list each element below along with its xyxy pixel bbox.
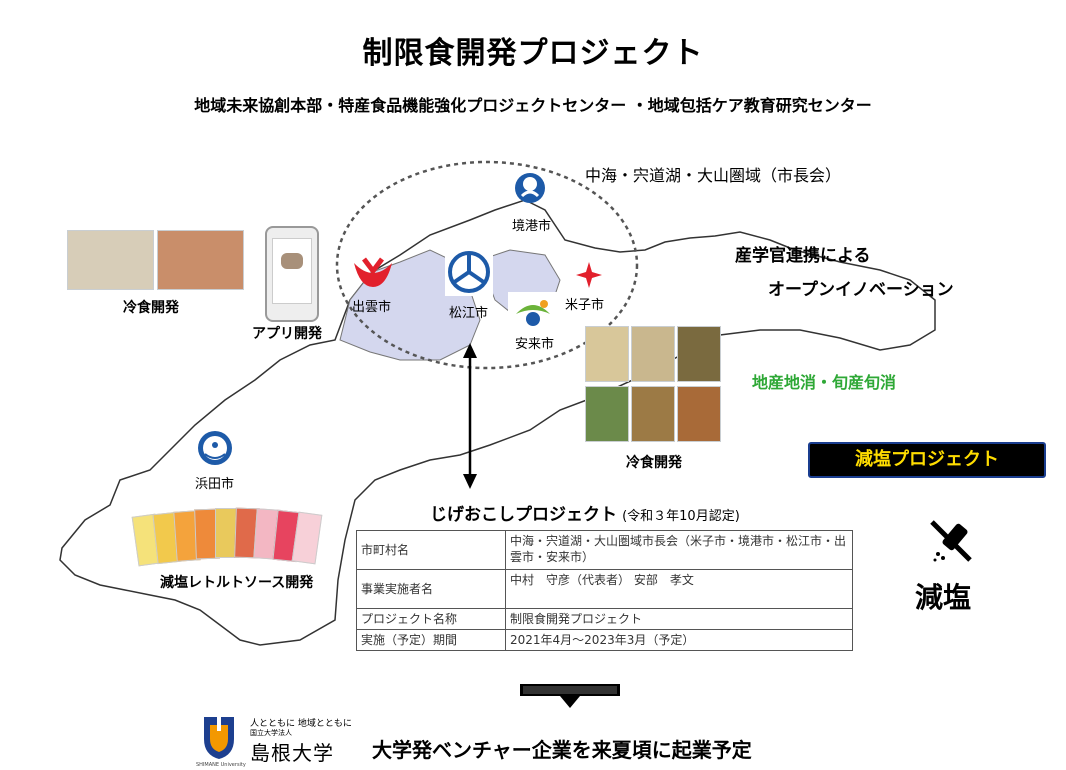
yasugi-emblem-icon (508, 292, 558, 332)
university-corp: 国立大学法人 (250, 729, 292, 737)
university-name-en: SHIMANE University (196, 762, 246, 768)
table-value: 中村 守彦（代表者） 安部 孝文 (505, 569, 853, 609)
page-subtitle: 地域未来協創本部・特産食品機能強化プロジェクトセンター ・地域包括ケア教育研究セ… (194, 96, 872, 115)
jige-title-text: じげおこしプロジェクト (430, 505, 617, 525)
shimane-university-logo-icon (200, 713, 238, 761)
city-izumo: 出雲市 (352, 300, 392, 315)
frozen-food-photo (631, 326, 675, 382)
table-row: 市町村名 中海・宍道湖・大山圏域市長会（米子市・境港市・松江市・出雲市・安来市） (356, 530, 853, 570)
smartphone-app-image (265, 226, 319, 322)
frozen-food-photo (585, 386, 629, 442)
izumo-emblem-icon (350, 255, 396, 291)
frozen-food-label-right: 冷食開発 (626, 455, 682, 471)
page-title: 制限食開発プロジェクト (362, 36, 704, 71)
app-dev-label: アプリ開発 (252, 326, 322, 342)
table-value: 中海・宍道湖・大山圏域市長会（米子市・境港市・松江市・出雲市・安来市） (505, 530, 853, 570)
frozen-food-photo (157, 230, 244, 290)
region-dashed-circle (335, 160, 639, 370)
frozen-food-photo (631, 386, 675, 442)
salt-shaker-crossed-icon (926, 516, 976, 566)
sangakukan-line2: オープンイノベーション (768, 280, 954, 300)
table-value: 2021年4月～2023年3月（予定） (505, 629, 853, 651)
table-key: 事業実施者名 (356, 569, 506, 609)
hamada-emblem-icon (195, 428, 235, 468)
table-key: 実施（予定）期間 (356, 629, 506, 651)
table-key: 市町村名 (356, 530, 506, 570)
matsue-emblem-icon (445, 248, 493, 296)
project-info-table: 市町村名 中海・宍道湖・大山圏域市長会（米子市・境港市・松江市・出雲市・安来市）… (356, 530, 853, 651)
university-tagline: 人とともに 地域とともに (250, 719, 352, 729)
frozen-food-grid (585, 326, 723, 444)
city-yasugi: 安来市 (515, 337, 555, 352)
frozen-food-photo (677, 386, 721, 442)
table-key: プロジェクト名称 (356, 608, 506, 630)
bottom-message: 大学発ベンチャー企業を来夏頃に起業予定 (372, 738, 752, 762)
city-sakaiminato: 境港市 (512, 219, 552, 234)
table-row: プロジェクト名称 制限食開発プロジェクト (356, 608, 853, 630)
frozen-food-photo (67, 230, 154, 290)
retort-pouches-image (131, 505, 335, 570)
table-row: 事業実施者名 中村 守彦（代表者） 安部 孝文 (356, 569, 853, 609)
frozen-food-photo (585, 326, 629, 382)
low-salt-project-badge: 減塩プロジェクト (808, 442, 1046, 478)
table-value: 制限食開発プロジェクト (505, 608, 853, 630)
table-row: 実施（予定）期間 2021年4月～2023年3月（予定） (356, 629, 853, 651)
frozen-food-photo (677, 326, 721, 382)
sakaiminato-emblem-icon (512, 170, 548, 206)
university-name: 島根大学 (250, 741, 334, 765)
chisan-label: 地産地消・旬産旬消 (752, 373, 897, 392)
city-matsue: 松江市 (449, 306, 489, 321)
low-salt-mark-text: 減塩 (915, 581, 972, 614)
region-label: 中海・宍道湖・大山圏域（市長会） (585, 166, 842, 185)
sangakukan-line1: 産学官連携による (735, 246, 871, 266)
retort-label: 減塩レトルトソース開発 (160, 575, 314, 591)
city-yonago: 米子市 (565, 298, 605, 313)
frozen-food-label-left: 冷食開発 (123, 300, 179, 316)
city-hamada: 浜田市 (195, 477, 235, 492)
jige-note-text: (令和３年10月認定) (622, 509, 740, 524)
jige-project-title: じげおこしプロジェクト (令和３年10月認定) (430, 500, 740, 525)
yonago-emblem-icon (576, 262, 602, 288)
